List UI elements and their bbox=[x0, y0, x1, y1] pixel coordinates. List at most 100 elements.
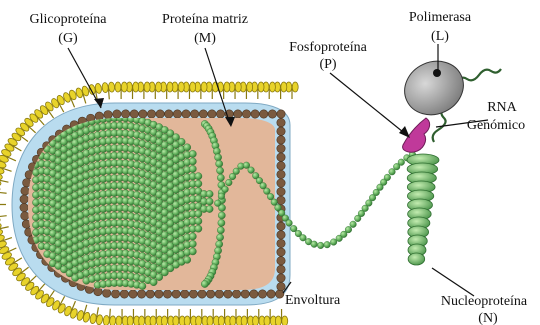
glycoprotein-head bbox=[89, 313, 103, 325]
matrix-protein-bead bbox=[104, 111, 112, 119]
nucleoprotein-abbr: (N) bbox=[478, 311, 498, 325]
matrix-protein-bead bbox=[189, 290, 197, 298]
matrix-protein-bead bbox=[172, 290, 180, 298]
matrix-abbr: (M) bbox=[194, 31, 216, 46]
glycoprotein-stalk bbox=[0, 180, 8, 182]
glycoprotein-stalk bbox=[29, 276, 36, 283]
matrix-protein-bead bbox=[129, 290, 137, 298]
glycoprotein-lobe bbox=[127, 316, 133, 325]
nucleocapsid-bead bbox=[206, 190, 213, 197]
matrix-protein-bead bbox=[242, 110, 250, 118]
phosphoprotein-arrowhead bbox=[399, 126, 410, 138]
nucleoprotein-disc bbox=[408, 253, 425, 265]
nucleocapsid-bead bbox=[286, 220, 293, 227]
matrix-protein-bead bbox=[120, 290, 128, 298]
glycoprotein-lobe bbox=[167, 82, 173, 92]
polymerase-body bbox=[396, 52, 472, 124]
glycoprotein-lobe bbox=[178, 82, 184, 92]
glycoprotein-lobe bbox=[253, 316, 259, 325]
glycoprotein-label: Glicoproteína bbox=[30, 12, 108, 27]
polymerase-abbr: (L) bbox=[431, 29, 449, 44]
nucleocapsid-bead bbox=[195, 218, 202, 225]
glycoprotein-lobe bbox=[282, 316, 288, 325]
matrix-protein-bead bbox=[277, 144, 285, 152]
glycoprotein-lobe bbox=[89, 313, 97, 324]
glycoprotein-lobe bbox=[161, 316, 167, 325]
nucleocapsid-bead bbox=[350, 221, 357, 228]
glycoprotein-lobe bbox=[155, 82, 161, 92]
matrix-protein-bead bbox=[224, 290, 232, 298]
glycoprotein-head bbox=[0, 222, 3, 236]
nucleocapsid-bead bbox=[218, 193, 225, 200]
nucleocapsid-bead bbox=[248, 167, 255, 174]
matrix-protein-bead bbox=[277, 265, 285, 273]
matrix-protein-bead bbox=[277, 187, 285, 195]
glycoprotein-head bbox=[0, 173, 3, 187]
matrix-protein-bead bbox=[182, 110, 190, 118]
glycoprotein-lobe bbox=[230, 316, 236, 325]
matrix-protein-bead bbox=[165, 110, 173, 118]
glycoprotein-lobe bbox=[139, 316, 145, 325]
nucleoprotein-label: Nucleoproteína bbox=[441, 294, 528, 309]
glycoprotein-lobe bbox=[190, 82, 196, 92]
nucleocapsid-bead bbox=[189, 233, 196, 240]
nucleocapsid-bead bbox=[389, 168, 396, 175]
matrix-protein-bead bbox=[260, 110, 268, 118]
glycoprotein-lobe bbox=[173, 316, 179, 325]
matrix-protein-bead bbox=[113, 110, 121, 118]
matrix-protein-bead bbox=[199, 110, 207, 118]
glycoprotein-lobe bbox=[144, 82, 150, 92]
nucleocapsid-bead bbox=[398, 159, 405, 166]
glycoprotein-lobe bbox=[201, 82, 207, 92]
glycoprotein-lobe bbox=[275, 316, 281, 325]
matrix-protein-bead bbox=[277, 162, 285, 170]
polymerase-dot bbox=[433, 69, 441, 77]
nucleocapsid-bead bbox=[216, 160, 223, 167]
glycoprotein-lobe bbox=[241, 316, 247, 325]
nucleocapsid-bead bbox=[214, 154, 221, 161]
matrix-protein-bead bbox=[198, 290, 206, 298]
nucleocapsid-bead bbox=[222, 186, 229, 193]
matrix-protein-bead bbox=[277, 127, 285, 135]
glycoprotein-lobe bbox=[121, 82, 127, 92]
matrix-protein-bead bbox=[130, 110, 138, 118]
glycoprotein-lobe bbox=[269, 82, 275, 92]
matrix-protein-bead bbox=[21, 187, 29, 195]
matrix-protein-bead bbox=[20, 195, 28, 203]
glycoprotein-lobe bbox=[150, 316, 156, 325]
matrix-protein-bead bbox=[277, 274, 285, 282]
matrix-protein-bead bbox=[267, 290, 275, 298]
nucleocapsid-bead bbox=[218, 212, 225, 219]
glycoprotein-lobe bbox=[103, 315, 110, 325]
nucleocapsid-bead bbox=[290, 225, 297, 232]
nucleocapsid-bead bbox=[216, 241, 223, 248]
glycoprotein-lobe bbox=[207, 316, 213, 325]
matrix-protein-bead bbox=[232, 290, 240, 298]
matrix-protein-bead bbox=[277, 257, 285, 265]
matrix-protein-bead bbox=[277, 239, 285, 247]
glycoprotein-lobe bbox=[224, 82, 230, 92]
nucleocapsid-bead bbox=[217, 174, 224, 181]
matrix-protein-bead bbox=[173, 110, 181, 118]
rna-label-line1: RNA bbox=[487, 100, 517, 115]
matrix-protein-bead bbox=[156, 110, 164, 118]
matrix-protein-bead bbox=[20, 203, 28, 211]
glycoprotein-lobe bbox=[102, 82, 109, 92]
phosphoprotein-label: Fosfoproteína bbox=[289, 40, 368, 55]
glycoprotein-lobe bbox=[258, 82, 264, 92]
matrix-protein-bead bbox=[155, 290, 163, 298]
polymerase-label: Polimerasa bbox=[409, 10, 472, 25]
glycoprotein-lobe bbox=[292, 82, 298, 92]
nucleocapsid-bead bbox=[345, 226, 352, 233]
matrix-protein-bead bbox=[277, 248, 285, 256]
nucleoprotein-pointer bbox=[432, 268, 474, 296]
nucleocapsid-bead bbox=[311, 241, 318, 248]
glycoprotein-lobe bbox=[108, 82, 115, 92]
nucleocapsid-bead bbox=[267, 193, 274, 200]
matrix-protein-bead bbox=[206, 290, 214, 298]
matrix-protein-bead bbox=[139, 110, 147, 118]
nucleocapsid-bead bbox=[214, 200, 221, 207]
matrix-protein-bead bbox=[277, 110, 285, 118]
matrix-protein-bead bbox=[146, 290, 154, 298]
phosphoprotein-pointer bbox=[330, 73, 408, 136]
